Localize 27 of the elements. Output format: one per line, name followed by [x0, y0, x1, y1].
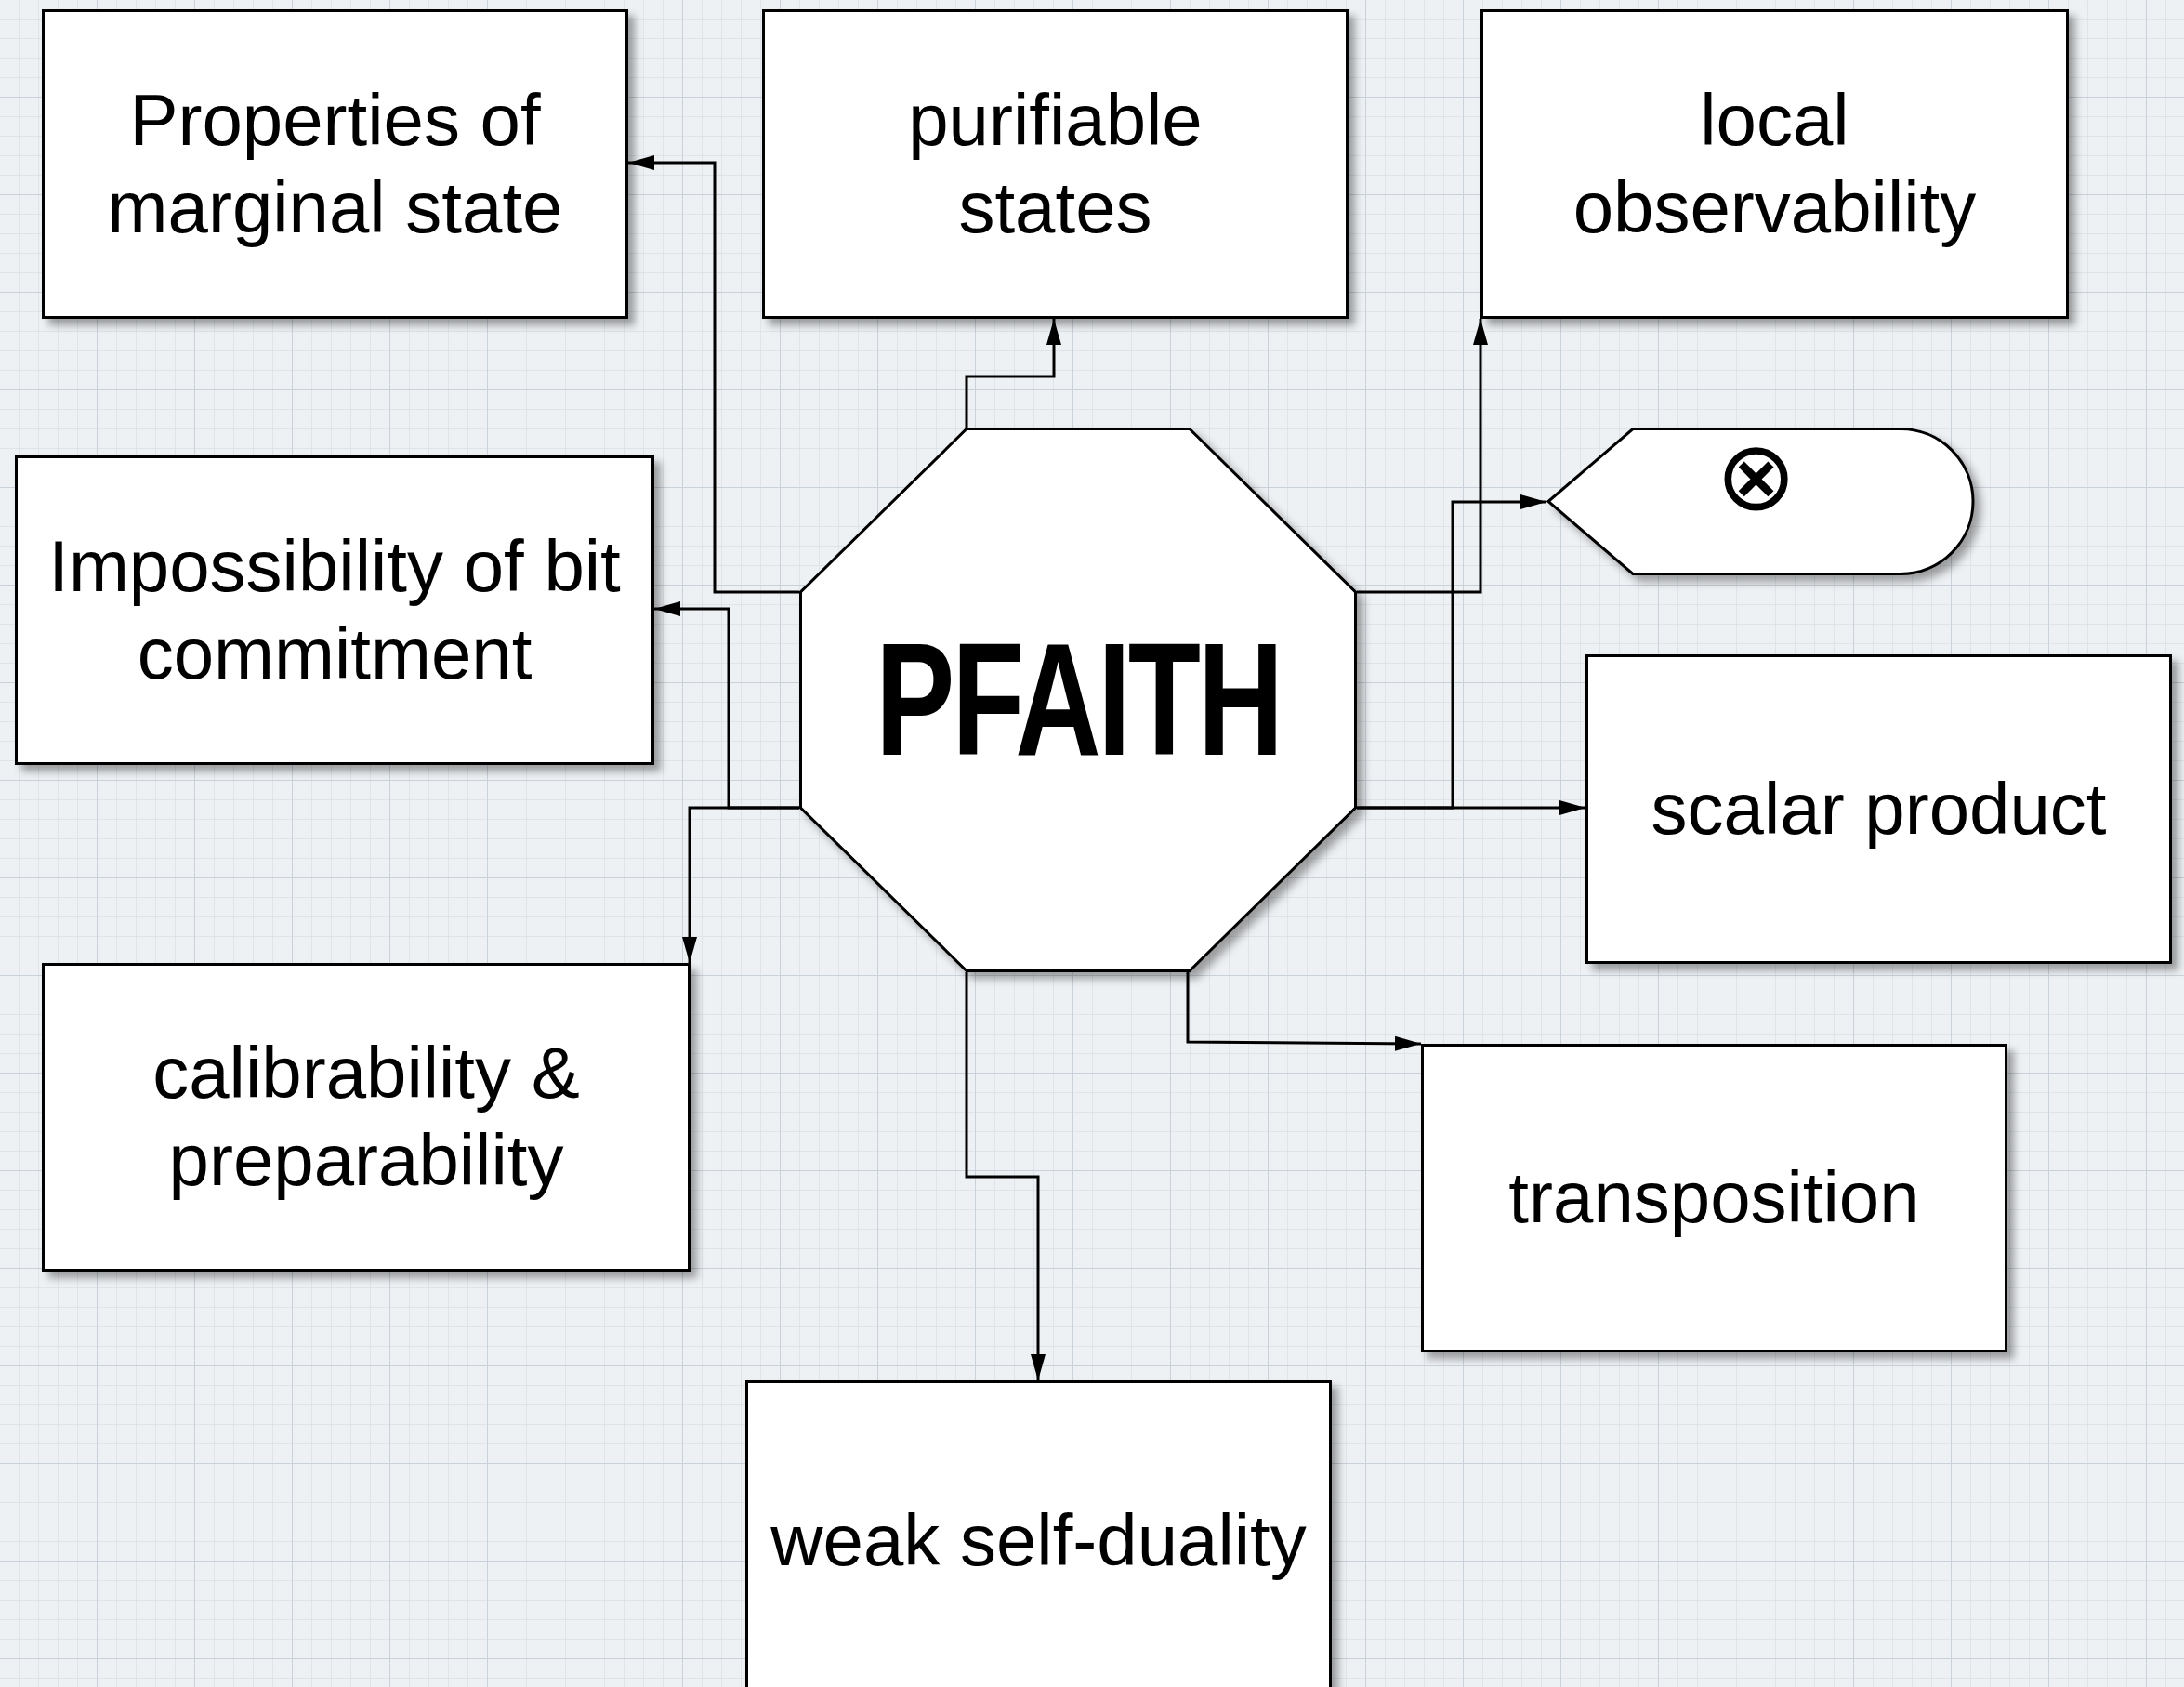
arrow [965, 972, 1046, 1380]
octagon-node [799, 428, 1357, 972]
concept-box [745, 1380, 1332, 1687]
arrow [965, 319, 1061, 428]
node-label: local observability [1572, 77, 1978, 250]
arrow [1357, 800, 1585, 815]
concept-box [1421, 1044, 2007, 1352]
node-label: Properties of marginal state [106, 77, 564, 250]
arrow [1186, 972, 1421, 1051]
tensor-symbol: ⊗ [1716, 428, 1797, 524]
concept-box [42, 963, 691, 1272]
concept-box [42, 9, 628, 319]
concept-box [15, 455, 654, 765]
center-label: PFAITH [875, 619, 1281, 781]
node-label: transposition [1508, 1155, 1920, 1241]
node-label: scalar product [1651, 766, 2107, 851]
node-label: weak self-duality [770, 1497, 1307, 1583]
arrow [682, 806, 799, 963]
node-label: calibrability & preparability [151, 1031, 581, 1203]
arrow [1357, 319, 1488, 594]
node-label: Impossibility of bit commitment [47, 523, 622, 696]
concept-box [1585, 654, 2172, 964]
tag-shape [1546, 428, 1975, 575]
concept-box [762, 9, 1349, 319]
concept-box [1480, 9, 2069, 319]
node-label: purifiable states [907, 77, 1204, 250]
arrow [628, 155, 799, 594]
